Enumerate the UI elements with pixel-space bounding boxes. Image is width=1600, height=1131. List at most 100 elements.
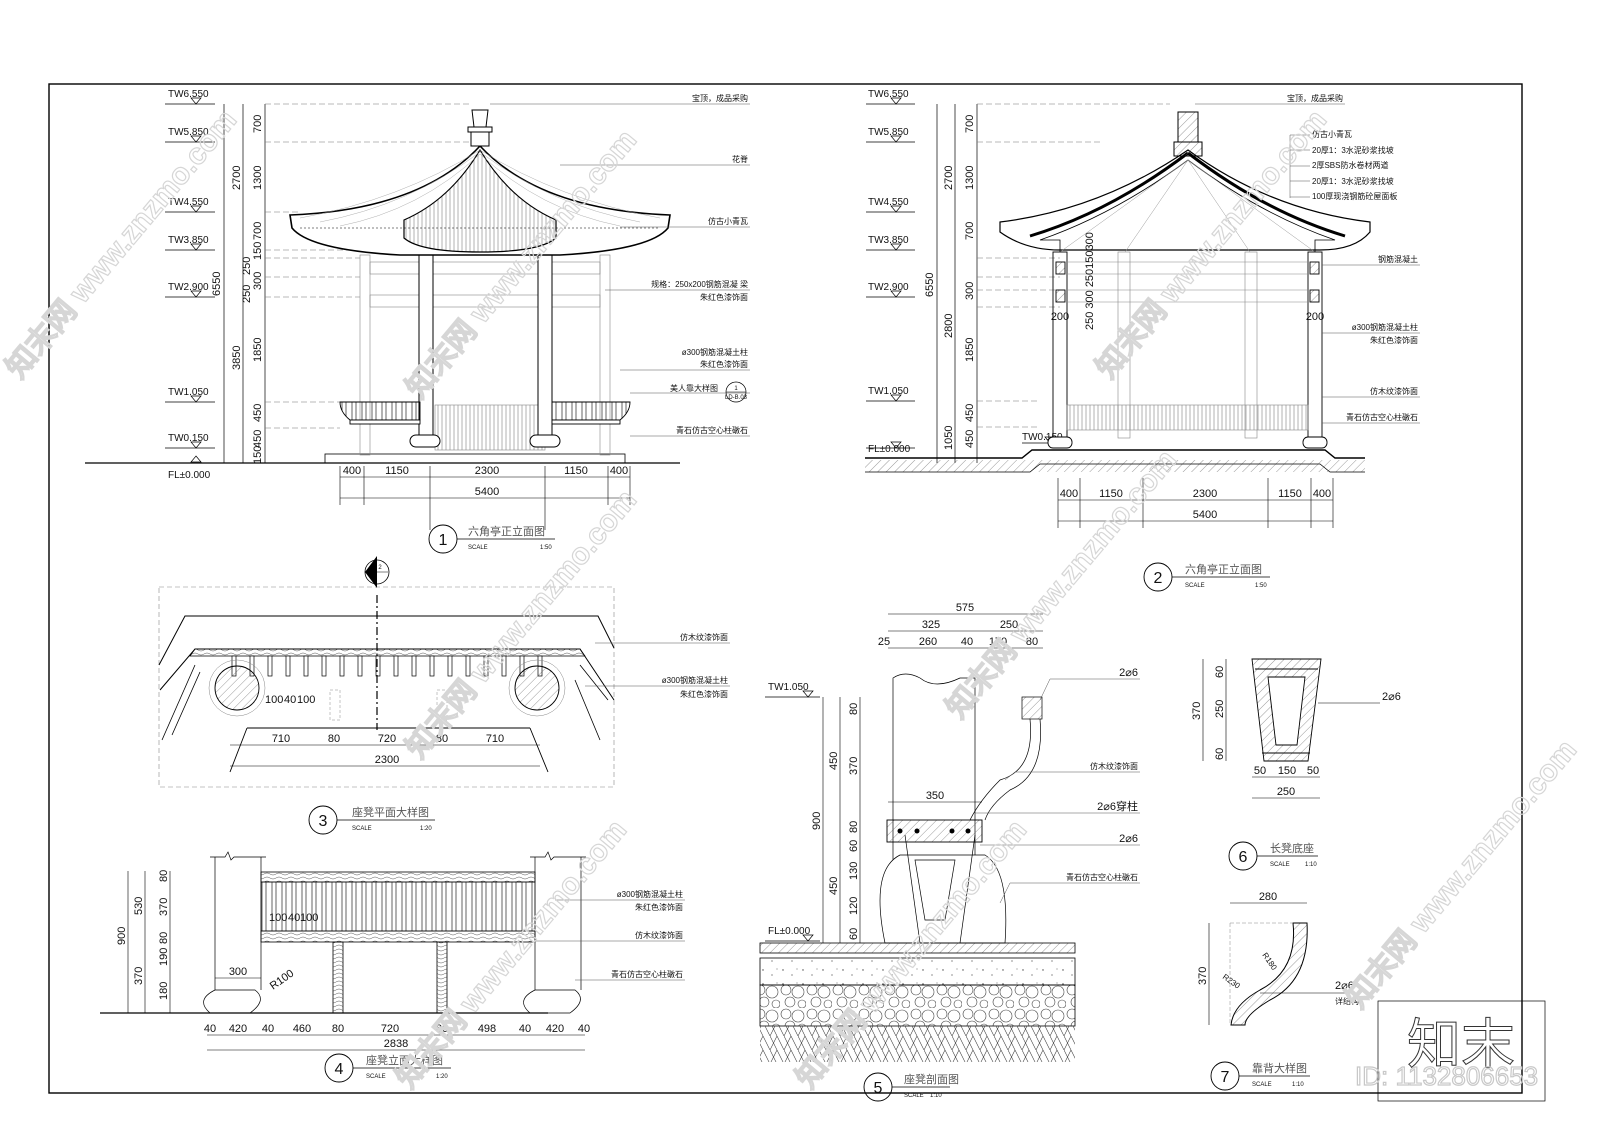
drawing-title: 靠背大样图 (1252, 1061, 1307, 1075)
dim: 370 (133, 967, 145, 985)
drawing-number: 2 (1154, 570, 1163, 587)
dim: 450 (828, 877, 840, 895)
callout: 青石仿古空心柱礅石 (611, 969, 683, 979)
level-label: TW6.550 (168, 89, 209, 100)
callout: 朱红色漆饰面 (700, 359, 748, 369)
asset-id: ID: 1132806653 (1355, 1061, 1538, 1091)
dim: 710 (272, 733, 290, 745)
dim: 2700 (943, 166, 955, 190)
beam-width: 200 (1306, 311, 1324, 323)
callout: 2⌀6 (1119, 833, 1138, 845)
drawing-2-section: TW6.550 TW5.850 TW4.550 TW3.850 TW2.900 … (865, 89, 1420, 592)
dim: 100 (269, 912, 287, 924)
title-block (1377, 1000, 1546, 1102)
callout: 朱红色漆饰面 (1370, 335, 1418, 345)
drawing-7-backrest-detail: 280 370 R180 R230 2⌀6 详结构 7 靠背大样图 SCALE … (1197, 891, 1359, 1091)
dim: 150 (1278, 765, 1296, 777)
level-label: TW2.900 (868, 282, 909, 293)
dim: 1850 (964, 338, 976, 362)
callout: 仿木纹漆饰面 (680, 632, 728, 642)
scale-value: 1:20 (436, 1074, 448, 1080)
scale-label: SCALE (1185, 583, 1205, 589)
dim: 60 (1214, 666, 1226, 678)
drawing-4-bench-elevation: 900 530 370 80 370 80 190 180 100 40 100… (100, 851, 685, 1083)
dim: 498 (478, 1023, 496, 1035)
dim: 400 (343, 465, 361, 477)
dim: 450 (252, 404, 264, 422)
dim: 325 (922, 619, 940, 631)
dim: 150 (252, 242, 264, 260)
scale-label: SCALE (366, 1074, 386, 1080)
callout: 仿古小青瓦 (1312, 129, 1352, 139)
dim: 25 (878, 636, 890, 648)
dim: 700 (252, 115, 264, 133)
dim: 2300 (1193, 488, 1217, 500)
dim-total-height: 370 (1191, 702, 1203, 720)
dim-total-height: 900 (811, 812, 823, 830)
dim: 400 (610, 465, 628, 477)
svg-text:知末网 www.znzmo.com: 知末网 www.znzmo.com (390, 814, 633, 1095)
dim: 2700 (231, 166, 243, 190)
level-label: TW0.150 (168, 433, 209, 444)
scale-label: SCALE (1270, 862, 1290, 868)
dim: 40 (262, 1023, 274, 1035)
dim: 3850 (231, 346, 243, 370)
dim: 170 (989, 636, 1007, 648)
roof (289, 109, 671, 256)
dim: 530 (133, 897, 145, 915)
svg-text:知末网 www.znzmo.com: 知末网 www.znzmo.com (940, 444, 1183, 725)
dim: 370 (158, 898, 170, 916)
drawing-number: 3 (319, 813, 328, 830)
dim: 80 (436, 733, 448, 745)
callout: 2⌀6 (1335, 980, 1354, 992)
level-label: TW5.850 (868, 127, 909, 138)
level-label: TW2.900 (168, 282, 209, 293)
dim: 40 (204, 1023, 216, 1035)
scale-value: 1:50 (540, 545, 552, 551)
svg-text:知末网 www.znzmo.com: 知末网 www.znzmo.com (400, 124, 643, 405)
dim: 60 (1214, 748, 1226, 760)
dim-total: 5400 (1193, 509, 1217, 521)
dim: 1150 (385, 465, 409, 477)
dim: 400 (1313, 488, 1331, 500)
level-label: TW4.550 (168, 197, 209, 208)
scale-label: SCALE (468, 545, 488, 551)
callout: 青石仿古空心柱礅石 (1066, 872, 1138, 882)
dim: 400 (1060, 488, 1078, 500)
drawing-number: 7 (1221, 1069, 1230, 1086)
drawing-title: 座凳剖面图 (904, 1072, 959, 1086)
dim: 370 (1197, 967, 1209, 985)
scale-value: 1:50 (1255, 583, 1267, 589)
callout: 宝顶，成品采购 (1287, 93, 1343, 103)
dim: 180 (158, 982, 170, 1000)
dim: 700 (964, 222, 976, 240)
dim: 250 (241, 257, 253, 275)
dim: 1300 (252, 166, 264, 190)
dim: 2300 (475, 465, 499, 477)
callout: ø300钢筋混凝土柱 (682, 347, 748, 357)
dim: 1050 (943, 426, 955, 450)
dim: 350 (926, 790, 944, 802)
radius: R180 (1260, 951, 1279, 972)
dim-total: 250 (1277, 786, 1295, 798)
level-label: TW3.850 (168, 235, 209, 246)
dim: 1850 (252, 338, 264, 362)
level-label: TW3.850 (868, 235, 909, 246)
callout: 宝顶，成品采购 (692, 93, 748, 103)
callout: 2⌀6穿柱 (1097, 799, 1138, 813)
dim: 250 (1214, 700, 1226, 718)
drawing-1-elevation: TW6.550 TW5.850 TW4.550 TW3.850 TW2.900 … (85, 89, 750, 554)
level-marks (165, 97, 215, 463)
dim: 50 (1307, 765, 1319, 777)
dim: 450 (828, 752, 840, 770)
callout: 规格：250x200钢筋混凝 梁 (651, 279, 748, 289)
dim-total: 2300 (375, 754, 399, 766)
dim-total-height: 6550 (924, 273, 936, 297)
level-label: TW1.050 (868, 386, 909, 397)
dim: 450 (252, 430, 264, 448)
dim: 40 (519, 1023, 531, 1035)
callout: ø300钢筋混凝土柱 (617, 889, 683, 899)
callout: 2⌀6 (1382, 691, 1401, 703)
dim: 100 (297, 694, 315, 706)
roof-section (999, 111, 1371, 253)
